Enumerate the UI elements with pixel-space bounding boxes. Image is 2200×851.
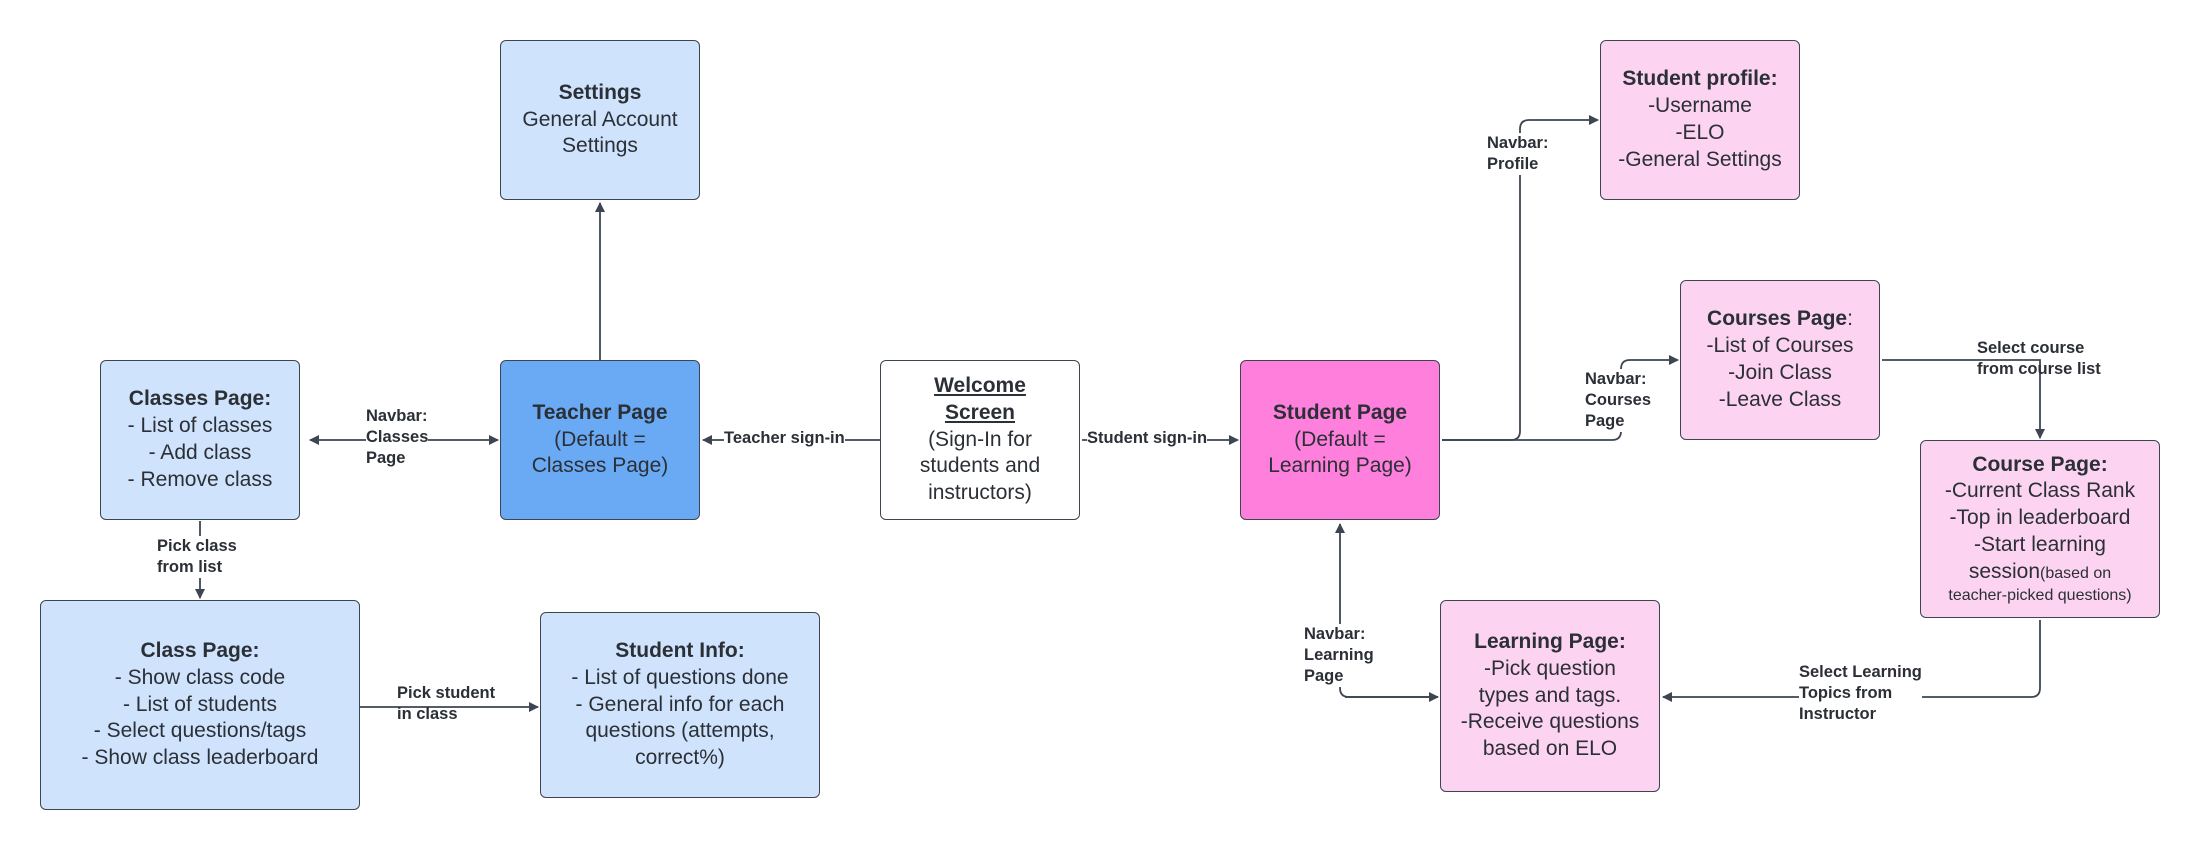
courses-page-line-1: -List of Courses <box>1706 334 1854 358</box>
student-info-title: Student Info: <box>615 638 745 662</box>
settings-node: Settings General Account Settings <box>500 40 700 200</box>
student-page-node: Student Page (Default = Learning Page) <box>1240 360 1440 520</box>
teacher-page-title: Teacher Page <box>532 400 668 424</box>
classes-page-line-2: - Add class <box>148 441 252 464</box>
label-select-course-2: from course list <box>1977 360 2101 379</box>
student-info-line-3: questions (attempts, <box>585 719 775 743</box>
course-page-line-1: -Current Class Rank <box>1944 479 2136 503</box>
label-navbar-learning-2: Learning <box>1304 646 1374 665</box>
course-page-node: Course Page: -Current Class Rank -Top in… <box>1920 440 2160 618</box>
classes-page-line-1: - List of classes <box>127 414 273 438</box>
courses-page-title-suffix: : <box>1847 307 1853 331</box>
learning-page-node: Learning Page: -Pick question types and … <box>1440 600 1660 792</box>
label-pick-student: Pick student in class <box>397 683 495 725</box>
student-page-line-1: (Default = <box>1294 427 1386 451</box>
label-select-topics-3: Instructor <box>1799 705 1877 724</box>
class-page-line-3: - Select questions/tags <box>93 719 307 743</box>
label-select-topics: Select Learning Topics from Instructor <box>1799 662 1922 726</box>
classes-page-line-3: - Remove class <box>127 467 273 491</box>
label-teacher-signin: Teacher sign-in <box>724 428 845 450</box>
course-page-note-2: teacher-picked questions) <box>1948 586 2132 604</box>
course-page-line-2: -Top in leaderboard <box>1949 506 2131 530</box>
welcome-line-2: students and <box>919 454 1041 478</box>
label-navbar-courses-2: Courses <box>1585 391 1652 410</box>
classes-page-node: Classes Page: - List of classes - Add cl… <box>100 360 300 520</box>
learning-page-title: Learning Page: <box>1474 629 1626 653</box>
label-pick-student-2: in class <box>397 705 458 724</box>
teacher-page-node: Teacher Page (Default = Classes Page) <box>500 360 700 520</box>
label-navbar-profile-1: Navbar: <box>1487 134 1549 152</box>
label-navbar-learning: Navbar: Learning Page <box>1304 624 1374 688</box>
label-pick-student-1: Pick student <box>397 684 496 702</box>
learning-page-line-3: -Receive questions <box>1460 710 1640 734</box>
student-info-line-1: - List of questions done <box>571 665 789 689</box>
student-profile-title: Student profile: <box>1622 67 1778 91</box>
student-info-node: Student Info: - List of questions done -… <box>540 612 820 798</box>
courses-page-line-3: -Leave Class <box>1718 387 1842 411</box>
label-select-course-1: Select course <box>1977 339 2085 357</box>
label-pick-class-2: from list <box>157 558 223 577</box>
teacher-page-line-1: (Default = <box>554 427 646 451</box>
student-page-title: Student Page <box>1272 400 1408 424</box>
course-page-note: (based on <box>2040 565 2112 583</box>
student-profile-line-2: -ELO <box>1675 121 1725 144</box>
label-navbar-classes-2: Classes <box>366 428 429 447</box>
edge-coursepage-learning <box>1662 620 2041 702</box>
class-page-line-2: - List of students <box>122 692 278 716</box>
label-pick-class-1: Pick class <box>157 537 237 555</box>
class-page-line-1: - Show class code <box>114 665 286 689</box>
edge-courses-coursepage <box>1882 359 2045 439</box>
label-navbar-profile: Navbar: Profile <box>1487 133 1549 176</box>
student-page-line-2: Learning Page) <box>1268 454 1412 478</box>
label-navbar-courses-3: Page <box>1585 412 1625 431</box>
welcome-screen-node: Welcome Screen (Sign-In for students and… <box>880 360 1080 520</box>
student-info-line-4: correct%) <box>635 746 725 770</box>
label-navbar-classes-3: Page <box>366 449 406 468</box>
label-select-course: Select course from course list <box>1977 338 2101 380</box>
courses-page-line-2: -Join Class <box>1728 361 1832 384</box>
courses-page-node: Courses Page: -List of Courses -Join Cla… <box>1680 280 1880 440</box>
course-page-line-4: session <box>1968 560 2041 584</box>
label-navbar-classes: Navbar: Classes Page <box>366 406 429 470</box>
label-navbar-profile-2: Profile <box>1487 155 1539 174</box>
settings-title: Settings <box>558 80 642 104</box>
classes-page-title: Classes Page: <box>128 387 272 411</box>
learning-page-line-1: -Pick question <box>1484 656 1616 680</box>
student-profile-line-3: -General Settings <box>1618 147 1782 171</box>
label-select-topics-1: Select Learning <box>1799 663 1922 681</box>
teacher-page-line-2: Classes Page) <box>531 454 669 478</box>
course-page-line-3: -Start learning <box>1974 533 2106 557</box>
class-page-line-4: - Show class leaderboard <box>81 746 319 770</box>
label-select-topics-2: Topics from <box>1799 684 1893 703</box>
student-profile-node: Student profile: -Username -ELO -General… <box>1600 40 1800 200</box>
learning-page-line-4: based on ELO <box>1482 737 1618 761</box>
course-page-line-4-row: session(based on <box>1969 559 2111 586</box>
welcome-title-1: Welcome <box>934 373 1026 397</box>
student-info-line-2: - General info for each <box>575 692 785 716</box>
settings-line-2: Settings <box>562 134 638 158</box>
label-student-signin: Student sign-in <box>1087 428 1208 450</box>
welcome-line-3: instructors) <box>928 481 1032 505</box>
courses-page-title-row: Courses Page: <box>1707 306 1853 333</box>
label-navbar-learning-1: Navbar: <box>1304 625 1366 643</box>
label-pick-class: Pick class from list <box>157 536 237 579</box>
label-navbar-courses: Navbar: Courses Page <box>1585 369 1652 433</box>
settings-line-1: General Account <box>522 107 678 131</box>
welcome-line-1: (Sign-In for <box>928 427 1032 451</box>
label-navbar-classes-1: Navbar: <box>366 407 428 425</box>
learning-page-line-2: types and tags. <box>1478 683 1622 707</box>
class-page-node: Class Page: - Show class code - List of … <box>40 600 360 810</box>
courses-page-title: Courses Page <box>1707 307 1848 331</box>
label-navbar-learning-3: Page <box>1304 667 1344 686</box>
student-profile-line-1: -Username <box>1648 94 1752 118</box>
label-navbar-courses-1: Navbar: <box>1585 370 1647 388</box>
class-page-title: Class Page: <box>140 638 260 662</box>
welcome-title-2: Screen <box>944 400 1016 424</box>
course-page-title: Course Page: <box>1972 452 2108 476</box>
